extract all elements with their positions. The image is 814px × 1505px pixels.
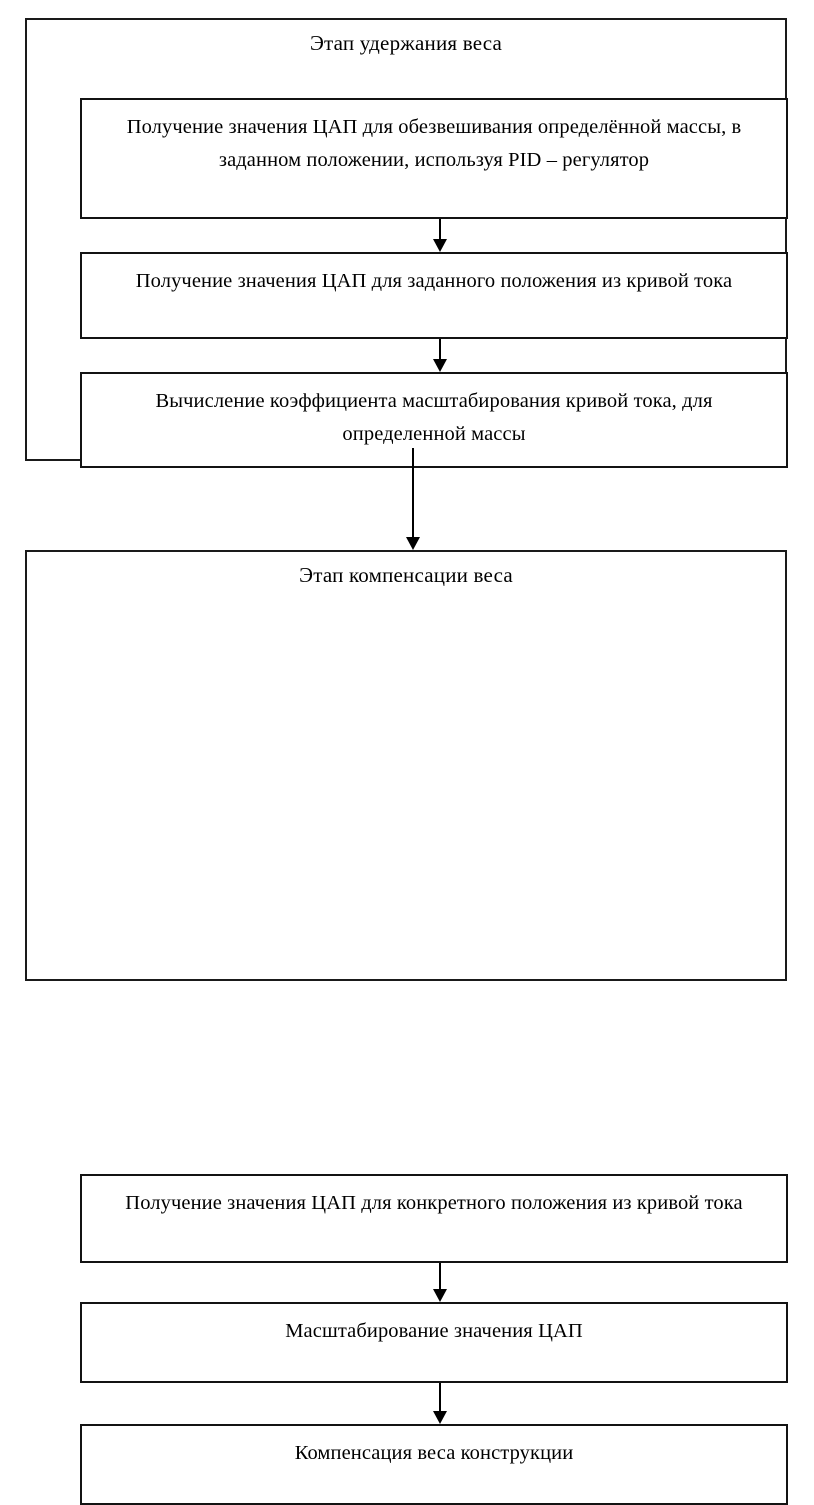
flowchart-canvas: Этап удержания веса Получение значения Ц…: [25, 18, 788, 1505]
stage-weight-holding: Этап удержания веса Получение значения Ц…: [25, 18, 788, 468]
step-box-compensate-structure-weight[interactable]: Компенсация веса конструкции: [80, 1424, 788, 1505]
step-label: Компенсация веса конструкции: [294, 1442, 574, 1464]
step-label: Получение значения ЦАП для заданного пол…: [135, 270, 733, 292]
arrow-head: [433, 1289, 447, 1302]
arrow-head: [433, 239, 447, 252]
arrow-shaft: [439, 339, 441, 360]
arrow-shaft: [439, 219, 441, 240]
arrow-down-icon-stage1-stage2: [405, 448, 421, 550]
arrow-down-icon-step4-step5: [432, 1263, 448, 1302]
stage-title-weight-compensation: Этап компенсации веса: [299, 563, 513, 587]
arrow-down-icon-step5-step6: [432, 1383, 448, 1424]
arrow-shaft: [439, 1383, 441, 1412]
step-label: Вычисление коэффициента масштабирования …: [155, 390, 713, 445]
arrow-shaft: [412, 448, 414, 538]
arrow-head: [433, 359, 447, 372]
step-label: Масштабирование значения ЦАП: [285, 1320, 583, 1342]
arrow-down-icon-step2-step3: [432, 339, 448, 372]
step-box-obtain-dac-given-position[interactable]: Получение значения ЦАП для заданного пол…: [80, 252, 788, 339]
step-box-scale-dac-value[interactable]: Масштабирование значения ЦАП: [80, 1302, 788, 1383]
step-box-obtain-dac-specific-position[interactable]: Получение значения ЦАП для конкретного п…: [80, 1174, 788, 1263]
stage-title-weight-holding: Этап удержания веса: [309, 31, 503, 55]
stage-weight-compensation: Этап компенсации веса Получение значения…: [25, 550, 788, 1505]
step-label: Получение значения ЦАП для конкретного п…: [125, 1192, 743, 1214]
step-box-obtain-dac-pid[interactable]: Получение значения ЦАП для обезвешивания…: [80, 98, 788, 219]
step-box-compute-scaling-coefficient[interactable]: Вычисление коэффициента масштабирования …: [80, 372, 788, 468]
arrow-shaft: [439, 1263, 441, 1290]
arrow-down-icon-step1-step2: [432, 219, 448, 252]
step-label: Получение значения ЦАП для обезвешивания…: [126, 116, 742, 171]
arrow-head: [433, 1411, 447, 1424]
arrow-head: [406, 537, 420, 550]
